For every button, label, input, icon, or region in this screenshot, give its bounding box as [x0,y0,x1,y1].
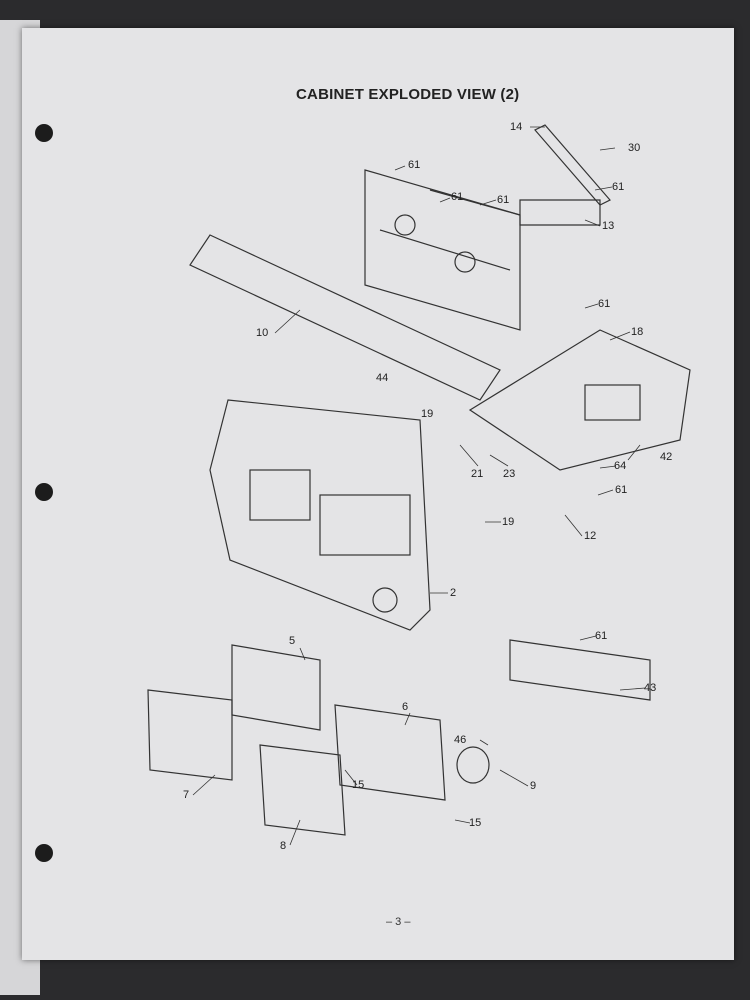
lever-bracket [519,124,611,226]
callout-30: 30 [628,142,641,154]
callout-61: 61 [612,181,625,193]
callout-2: 2 [450,587,457,599]
callout-21: 21 [471,468,484,480]
page-number: – 3 – [386,916,411,928]
callout-61: 61 [595,630,608,642]
leader-lines [192,126,646,846]
callout-15: 15 [469,817,482,829]
callout-5: 5 [289,635,296,647]
callout-46: 46 [454,734,467,746]
binder-hole [35,124,53,142]
callout-9: 9 [530,780,537,792]
callout-61: 61 [598,298,611,310]
callout-12: 12 [584,530,597,542]
front-cabinet [209,399,431,631]
switch-board [509,639,651,701]
cassette-lids [147,644,446,836]
callout-19: 19 [502,516,515,528]
callout-61: 61 [408,159,421,171]
callout-7: 7 [183,789,190,801]
button-keys [189,234,501,401]
manual-page [22,28,734,960]
callout-14: 14 [510,121,523,133]
binder-hole [35,844,53,862]
binder-hole [35,483,53,501]
page-title: CABINET EXPLODED VIEW (2) [296,86,520,103]
mechanism-assembly [364,169,521,331]
callout-61: 61 [451,191,464,203]
callout-10: 10 [256,327,269,339]
tuning-knob [456,746,490,784]
callout-15: 15 [352,779,365,791]
callout-64: 64 [614,460,627,472]
callout-13: 13 [602,220,615,232]
callout-19: 19 [421,408,434,420]
callout-6: 6 [402,701,409,713]
callout-61: 61 [615,484,628,496]
callout-8: 8 [280,840,287,852]
callout-42: 42 [660,451,673,463]
callout-23: 23 [503,468,516,480]
callout-43: 43 [644,682,657,694]
callout-61: 61 [497,194,510,206]
callout-18: 18 [631,326,644,338]
pcb-board [468,329,691,471]
callout-44: 44 [376,372,389,384]
